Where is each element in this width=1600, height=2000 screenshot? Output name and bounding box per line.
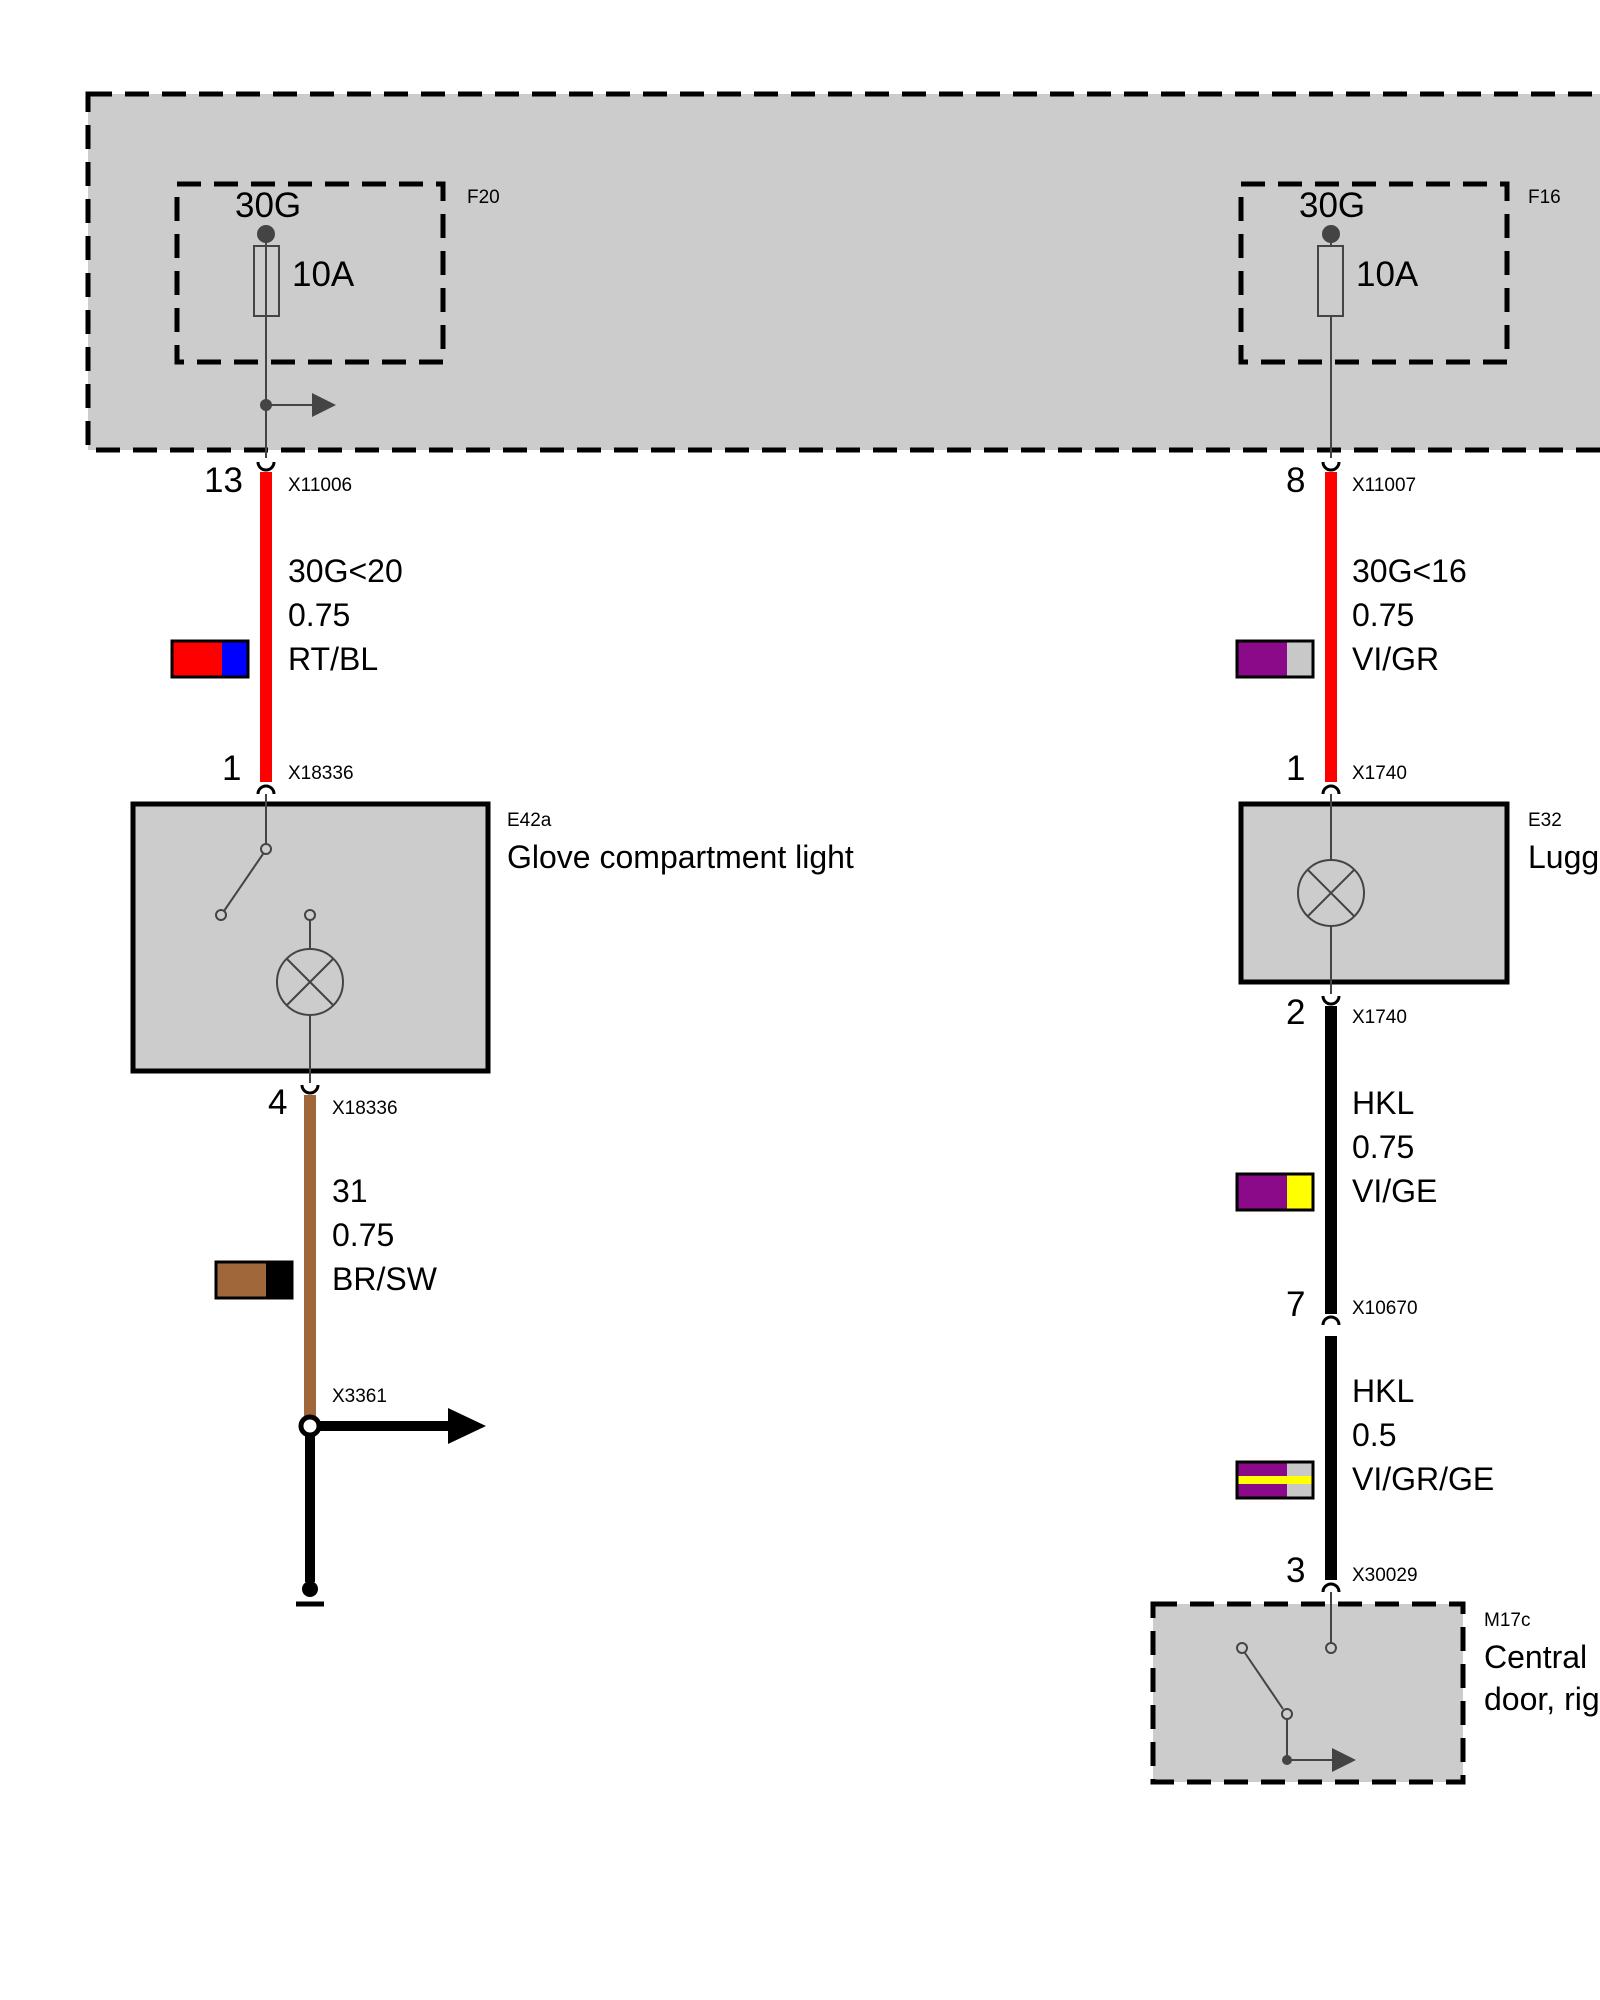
wire-30g-16-signal: 30G<16 [1352, 553, 1467, 589]
junction-x3361-label: X3361 [332, 1386, 387, 1407]
wire-30g-16-gauge: 0.75 [1352, 597, 1414, 633]
pin-3-label: 3 [1286, 1551, 1305, 1590]
pin-8-label: 8 [1286, 461, 1305, 500]
switch-contact-icon-right [1236, 1642, 1248, 1654]
connector-x18336-in-label: X18336 [288, 763, 354, 784]
component-e42a-id: E42a [507, 810, 552, 831]
connector-x30029-label: X30029 [1352, 1565, 1418, 1586]
connector-x18336-out-label: X18336 [332, 1098, 398, 1119]
junction-arrow-icon [448, 1408, 486, 1444]
fuse-f16-rating: 10A [1356, 255, 1419, 294]
power-distribution-panel [85, 91, 1600, 453]
component-e42a-name: Glove compartment light [507, 839, 854, 875]
pin-4-label: 4 [268, 1083, 287, 1122]
fuse-f16-id: F16 [1528, 187, 1561, 208]
module-m17c-name-line2: door, rig [1484, 1681, 1600, 1717]
connector-x10670-symbol [1321, 1315, 1341, 1326]
wire-30g-20-gauge: 0.75 [288, 597, 350, 633]
wire-31-gauge: 0.75 [332, 1217, 394, 1253]
fuse-f16: 30G 10A F16 [1238, 181, 1561, 458]
wire-30g-20-signal: 30G<20 [288, 553, 403, 589]
junction-x3361: X3361 [296, 1386, 486, 1607]
fuse-f20-terminal: 30G [235, 186, 301, 225]
module-m17c: M17c Central door, rig [1150, 1592, 1600, 1785]
wire-color-swatch-rt-bl [170, 639, 250, 679]
module-m17c-name-line1: Central [1484, 1639, 1587, 1675]
fuse-f16-box [1238, 181, 1510, 365]
switch-lever-icon-right [1244, 1652, 1284, 1710]
module-m17c-box [1150, 1601, 1466, 1785]
wire-30g-16-color-code: VI/GR [1352, 641, 1439, 677]
connector-x30029-symbol [1321, 1582, 1341, 1593]
fuse-f16-terminal: 30G [1299, 186, 1365, 225]
connector-x1740-out-label: X1740 [1352, 1007, 1407, 1028]
component-e32-name: Lugg [1528, 839, 1599, 875]
connector-x1740-in-label: X1740 [1352, 763, 1407, 784]
wire-hkl-075-signal: HKL [1352, 1085, 1414, 1121]
pin-2-label: 2 [1286, 993, 1305, 1032]
ground-terminal-dot [302, 1581, 318, 1597]
connector-x10670-label: X10670 [1352, 1298, 1418, 1319]
wire-hkl-05-color-code: VI/GR/GE [1352, 1461, 1494, 1497]
connector-x11007-symbol [1321, 461, 1341, 472]
fuse-f20-rating: 10A [292, 255, 355, 294]
pin-13-label: 13 [204, 461, 243, 500]
pin-7-label: 7 [1286, 1285, 1305, 1324]
connector-x1740-out-symbol [1321, 995, 1341, 1006]
wire-color-swatch-vi-ge [1235, 1172, 1315, 1212]
pin-1-label-right: 1 [1286, 749, 1305, 788]
component-e42a: E42a Glove compartment light [130, 794, 854, 1083]
wire-color-swatch-vi-gr [1235, 639, 1315, 679]
switch-contact-icon [260, 843, 272, 855]
wire-hkl-05-signal: HKL [1352, 1373, 1414, 1409]
connector-x11007-label: X11007 [1352, 475, 1416, 496]
wire-hkl-05-gauge: 0.5 [1352, 1417, 1396, 1453]
wire-30g-20-color-code: RT/BL [288, 641, 378, 677]
module-m17c-id: M17c [1484, 1610, 1530, 1631]
connector-x11006-symbol [256, 461, 276, 472]
fuse-f20-id: F20 [467, 187, 500, 208]
wire-hkl-075-color-code: VI/GE [1352, 1173, 1437, 1209]
wire-hkl-075-gauge: 0.75 [1352, 1129, 1414, 1165]
component-e32-id: E32 [1528, 810, 1562, 831]
branch-arrow-icon [312, 393, 336, 417]
component-e32-box [1238, 801, 1510, 985]
connector-x18336-out-symbol [300, 1084, 320, 1095]
component-e32: E32 Lugg [1238, 794, 1599, 994]
wire-31-signal: 31 [332, 1173, 368, 1209]
connector-x1740-in-symbol [1321, 784, 1341, 795]
connector-x18336-in-symbol [256, 784, 276, 795]
junction-node [298, 1414, 322, 1438]
fuse-f20: 30G 10A F20 [174, 181, 500, 458]
fuse-f20-box [174, 181, 446, 365]
pin-1-label-left: 1 [222, 749, 241, 788]
switch-lever-icon [223, 853, 264, 912]
wire-31-color-code: BR/SW [332, 1261, 438, 1297]
wire-color-swatch-vi-gr-ge [1235, 1460, 1315, 1500]
wire-color-swatch-br-sw [214, 1260, 294, 1300]
module-arrow-icon [1332, 1748, 1356, 1772]
connector-x11006-label: X11006 [288, 475, 352, 496]
